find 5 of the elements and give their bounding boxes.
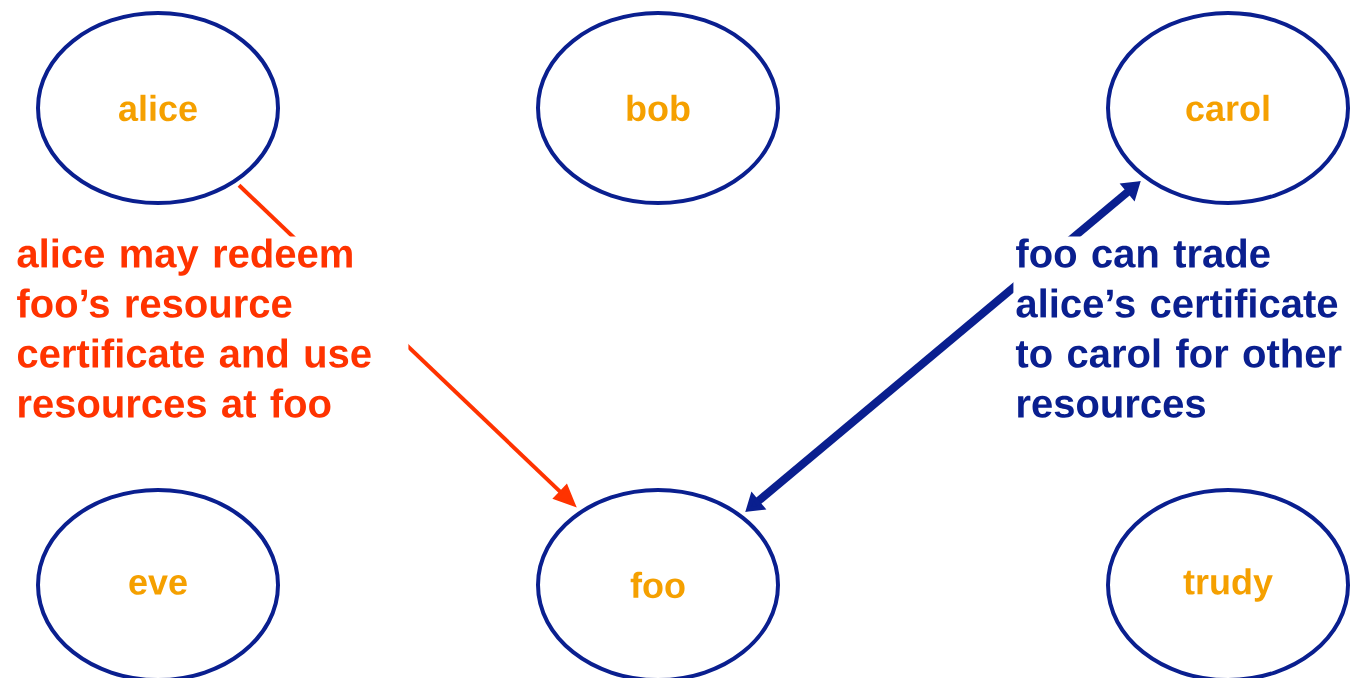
ellipse-node: alice bbox=[36, 11, 280, 205]
edge-label: foo can trade alice’s certificate to carol for other resources bbox=[1013, 236, 1354, 420]
ellipse-node: carol bbox=[1106, 11, 1350, 205]
ellipse-node: bob bbox=[536, 11, 780, 205]
edge-label: alice may redeem foo’s resource certificate and use resources at foo bbox=[14, 236, 409, 420]
